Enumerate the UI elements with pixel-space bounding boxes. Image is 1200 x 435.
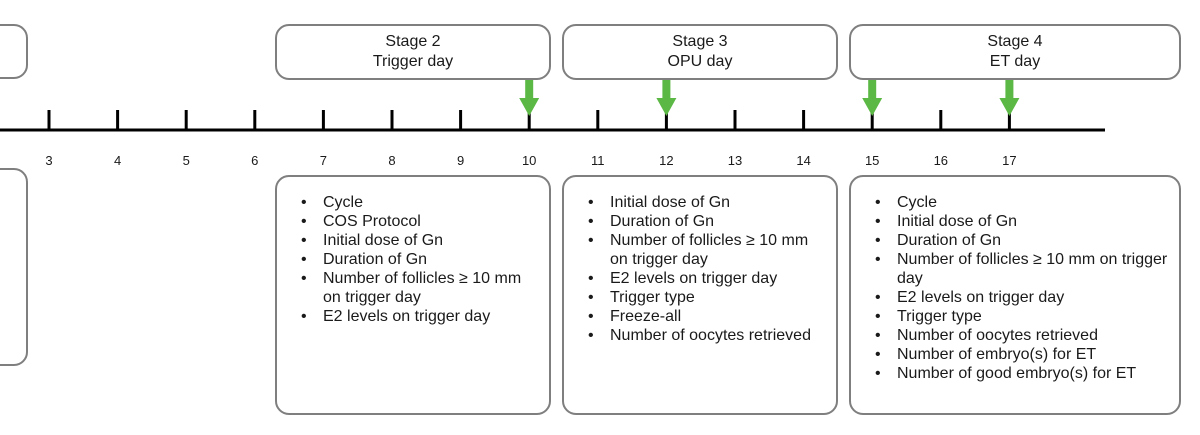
list-item: Trigger type xyxy=(586,288,826,307)
timeline-tick-label: 16 xyxy=(934,153,948,168)
list-item: Number of oocytes retrieved xyxy=(586,326,826,345)
stage-4-info-box: Cycle Initial dose of Gn Duration of Gn … xyxy=(849,175,1181,415)
timeline-tick-label: 3 xyxy=(45,153,52,168)
list-item: Number of follicles ≥ 10 mm on trigger d… xyxy=(873,250,1169,288)
green-down-arrow-icon xyxy=(656,80,677,116)
list-item: Freeze-all xyxy=(586,307,826,326)
stage-2-item-list: Cycle COS Protocol Initial dose of Gn Du… xyxy=(299,193,539,326)
timeline-tick-label: 17 xyxy=(1002,153,1016,168)
list-item: E2 levels on trigger day xyxy=(873,288,1169,307)
stage-2-day: Trigger day xyxy=(372,53,454,70)
stage-3-info-box: Initial dose of Gn Duration of Gn Number… xyxy=(562,175,838,415)
timeline-tick-label: 12 xyxy=(659,153,673,168)
stage-3-title: Stage 3 xyxy=(672,33,728,50)
stage-4-item-list: Cycle Initial dose of Gn Duration of Gn … xyxy=(873,193,1169,383)
list-item: Trigger type xyxy=(873,307,1169,326)
list-item: E2 levels on trigger day xyxy=(299,307,539,326)
timeline-ticks: 3 4 5 6 7 8 9 10 11 12 13 14 15 16 17 xyxy=(45,80,1020,168)
green-down-arrow-icon xyxy=(862,80,883,116)
list-item: Duration of Gn xyxy=(873,231,1169,250)
timeline-tick-label: 13 xyxy=(728,153,742,168)
timeline: 3 4 5 6 7 8 9 10 11 12 13 14 15 16 17 xyxy=(0,80,1105,168)
list-item: Number of oocytes retrieved xyxy=(873,326,1169,345)
list-item: Cycle xyxy=(299,193,539,212)
stage-3-day: OPU day xyxy=(667,53,733,70)
stage-3-header-box: Stage 3 OPU day xyxy=(562,24,838,80)
timeline-tick-label: 4 xyxy=(114,153,121,168)
stage-2-title: Stage 2 xyxy=(385,33,441,50)
list-item: Initial dose of Gn xyxy=(299,231,539,250)
timeline-tick-label: 11 xyxy=(591,153,605,168)
stage-1-header-box-partial xyxy=(0,24,28,79)
timeline-tick-label: 14 xyxy=(796,153,810,168)
timeline-tick-label: 6 xyxy=(251,153,258,168)
stage-4-title: Stage 4 xyxy=(987,33,1043,50)
list-item: COS Protocol xyxy=(299,212,539,231)
list-item: E2 levels on trigger day xyxy=(586,269,826,288)
list-item: Cycle xyxy=(873,193,1169,212)
stage-1-info-box-partial xyxy=(0,168,28,366)
timeline-tick-label: 5 xyxy=(183,153,190,168)
list-item: Number of good embryo(s) for ET xyxy=(873,364,1169,383)
stage-4-day: ET day xyxy=(989,53,1041,70)
stage-3-item-list: Initial dose of Gn Duration of Gn Number… xyxy=(586,193,826,345)
list-item: Number of follicles ≥ 10 mm on trigger d… xyxy=(586,231,826,269)
list-item: Number of follicles ≥ 10 mm on trigger d… xyxy=(299,269,539,307)
list-item: Initial dose of Gn xyxy=(873,212,1169,231)
list-item: Duration of Gn xyxy=(586,212,826,231)
list-item: Initial dose of Gn xyxy=(586,193,826,212)
list-item: Number of embryo(s) for ET xyxy=(873,345,1169,364)
timeline-tick-label: 10 xyxy=(522,153,536,168)
timeline-tick-label: 15 xyxy=(865,153,879,168)
timeline-tick-label: 9 xyxy=(457,153,464,168)
timeline-tick-label: 8 xyxy=(388,153,395,168)
stage-4-header-box: Stage 4 ET day xyxy=(849,24,1181,80)
stage-2-header-box: Stage 2 Trigger day xyxy=(275,24,551,80)
green-down-arrow-icon xyxy=(519,80,540,116)
list-item: Duration of Gn xyxy=(299,250,539,269)
timeline-tick-label: 7 xyxy=(320,153,327,168)
stage-2-info-box: Cycle COS Protocol Initial dose of Gn Du… xyxy=(275,175,551,415)
green-down-arrow-icon xyxy=(999,80,1020,116)
